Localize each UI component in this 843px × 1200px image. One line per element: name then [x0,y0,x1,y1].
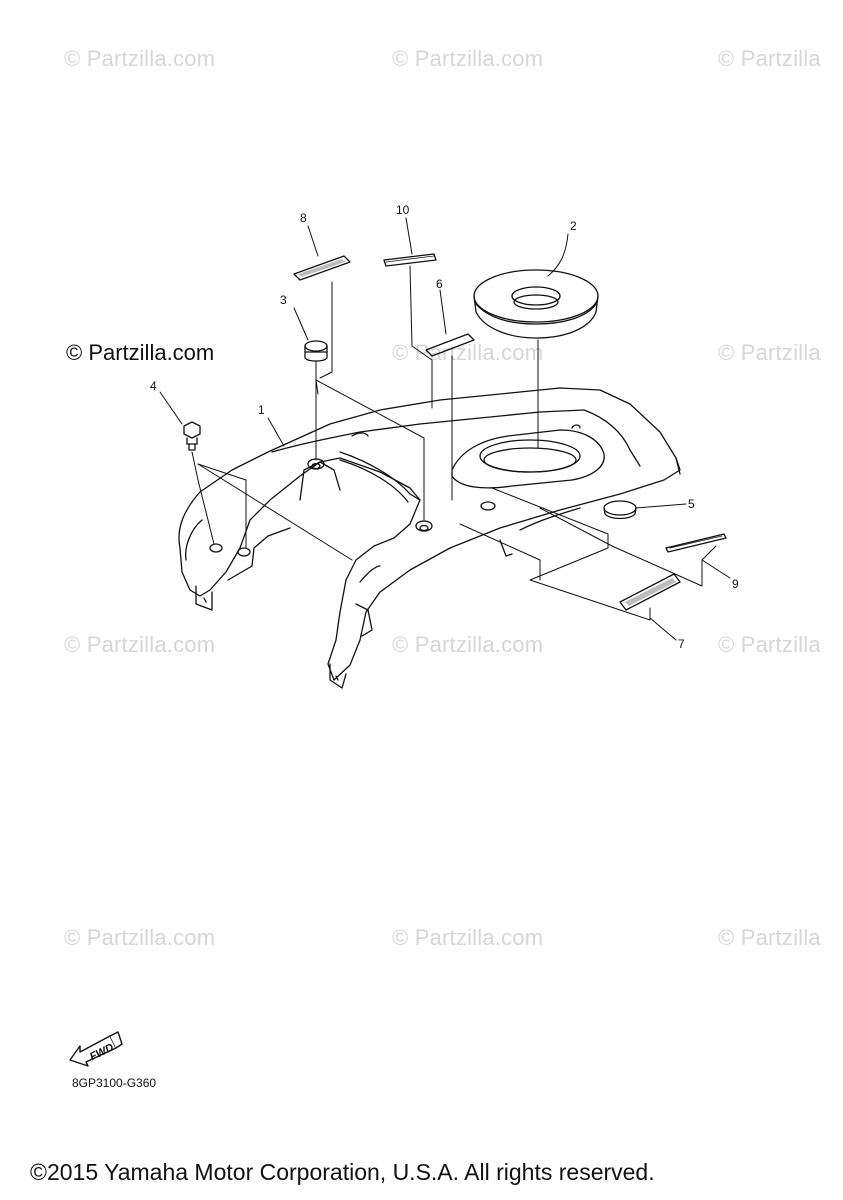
callout-6: 6 [436,277,443,291]
callout-1: 1 [258,403,265,417]
callout-5: 5 [688,497,695,511]
watermark: © Partzilla.com [64,46,216,71]
fwd-arrow-icon: FWD [69,1031,123,1067]
callout-3: 3 [280,293,287,307]
watermark: © Partzilla.com [64,632,216,657]
watermark: © Partzilla.com [392,46,544,71]
callout-7: 7 [678,637,685,651]
callout-4: 4 [150,379,157,393]
watermark: © Partzilla [718,925,821,950]
callout-9: 9 [732,577,739,591]
leader-lines [159,217,731,641]
part-code: 8GP3100-G360 [72,1076,157,1090]
watermark: © Partzilla [718,632,821,657]
copyright-notice: ©2015 Yamaha Motor Corporation, U.S.A. A… [30,1159,655,1185]
watermark: © Partzilla [718,46,821,71]
watermark-strong: © Partzilla.com [66,340,215,365]
part-2-grommet [473,269,599,339]
part-1-cover [178,387,681,689]
watermark: © Partzilla [718,340,821,365]
callout-10: 10 [396,203,410,217]
watermark: © Partzilla.com [392,925,544,950]
watermark: © Partzilla.com [392,340,544,365]
watermark: © Partzilla.com [64,925,216,950]
callout-2: 2 [570,219,577,233]
callout-8: 8 [300,211,307,225]
part-5-cap [603,500,637,520]
part-3-plug [304,340,328,362]
part-4-bolt [183,421,201,451]
watermark: © Partzilla.com [392,632,544,657]
decals [293,253,727,611]
